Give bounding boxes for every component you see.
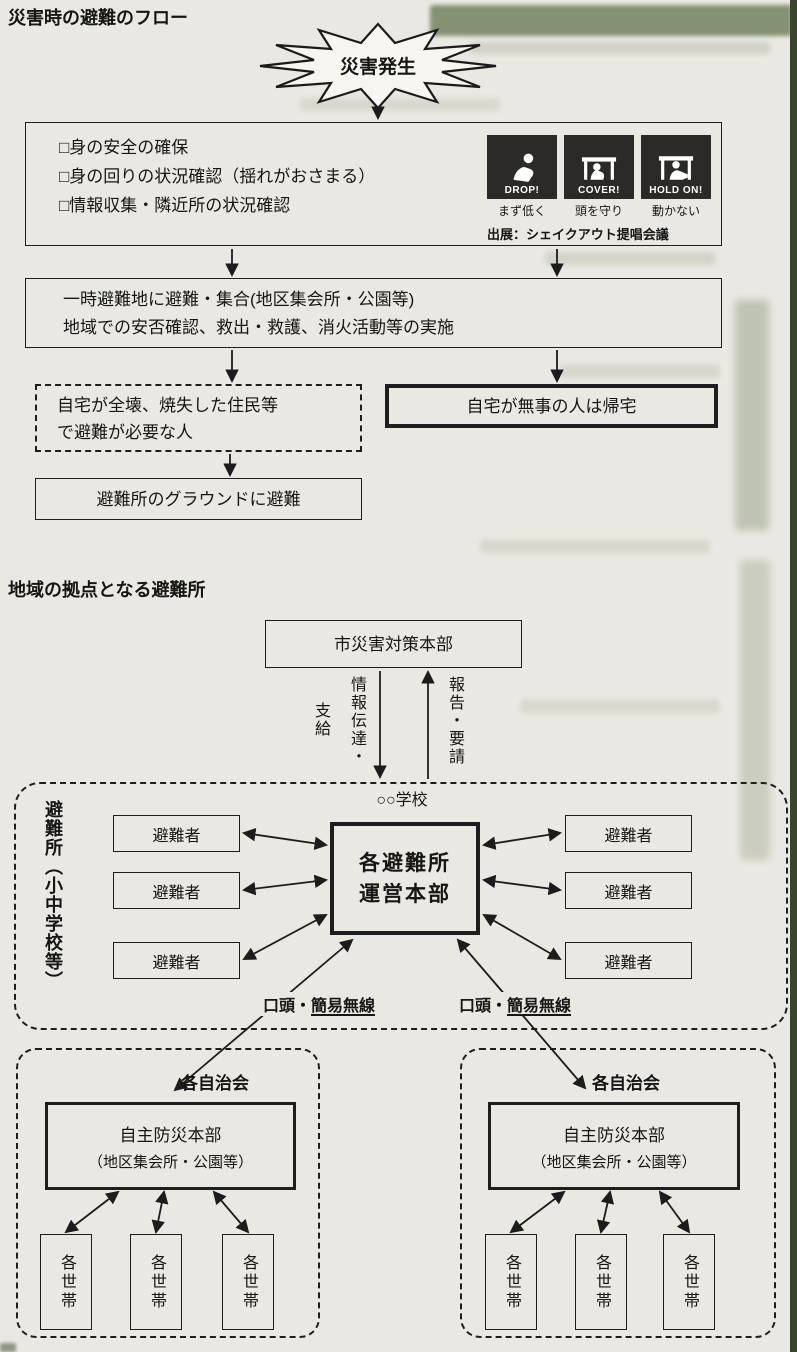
bleed-through-artifact	[430, 5, 792, 36]
bleed-through-artifact	[545, 252, 715, 265]
supply-label: 支給	[312, 702, 329, 738]
drop-label: DROP!	[504, 185, 540, 196]
return-home-label: 自宅が無事の人は帰宅	[466, 396, 637, 416]
hold-on-caption: 動かない	[651, 204, 700, 218]
cover-caption: 頭を守り	[574, 204, 623, 218]
volunteer-hq-line2: （地区集会所・公園等）	[531, 1153, 697, 1171]
bleed-through-artifact	[520, 700, 720, 713]
evacuee-label: 避難者	[604, 827, 653, 845]
household-box: 各世帯	[485, 1234, 537, 1330]
info-transfer-label: 情報伝達・	[348, 676, 365, 766]
return-home-box: 自宅が無事の人は帰宅	[385, 384, 718, 428]
shelter-operations-hq-box: 各避難所 運営本部	[330, 822, 480, 935]
evacuee-label: 避難者	[604, 884, 653, 902]
evacuee-box: 避難者	[113, 815, 240, 852]
association-label: 各自治会	[592, 1074, 660, 1093]
bleed-through-artifact	[560, 365, 720, 378]
household-box: 各世帯	[40, 1234, 92, 1330]
need-evacuation-box: 自宅が全壊、焼失した住民等 で避難が必要な人	[35, 384, 362, 452]
association-label: 各自治会	[181, 1074, 249, 1093]
operations-hq-line2: 運営本部	[359, 882, 451, 906]
safety-checklist-box: □身の安全の確保 □身の回りの状況確認（揺れがおさまる） □情報収集・隣近所の状…	[25, 122, 722, 246]
need-evacuation-line1: 自宅が全壊、焼失した住民等	[57, 396, 278, 415]
household-box: 各世帯	[130, 1234, 182, 1330]
assembly-box: 一時避難地に避難・集合(地区集会所・公園等) 地域での安否確認、救出・救護、消火…	[25, 278, 722, 348]
household-box: 各世帯	[663, 1234, 715, 1330]
checklist-item: □情報収集・隣近所の状況確認	[59, 196, 291, 215]
verbal-label: 口頭・	[263, 998, 312, 1015]
community-association-left	[16, 1048, 320, 1338]
shakeout-credit: 出展：シェイクアウト提唱会議	[487, 227, 669, 242]
volunteer-hq-line2: （地区集会所・公園等）	[87, 1153, 253, 1171]
evacuate-ground-label: 避難所のグラウンドに避難	[96, 489, 301, 509]
evacuee-label: 避難者	[604, 954, 653, 972]
shelter-section-title: 地域の拠点となる避難所	[8, 580, 206, 600]
volunteer-disaster-hq-box: 自主防災本部 （地区集会所・公園等）	[45, 1102, 296, 1190]
city-disaster-hq-box: 市災害対策本部	[265, 620, 522, 668]
flow-title: 災害時の避難のフロー	[8, 8, 188, 28]
shelter-area-container	[14, 782, 788, 1030]
household-label: 各世帯	[148, 1253, 165, 1311]
household-box: 各世帯	[222, 1234, 274, 1330]
bleed-through-artifact	[740, 560, 770, 860]
household-box: 各世帯	[575, 1234, 627, 1330]
evacuee-label: 避難者	[152, 884, 201, 902]
bleed-through-artifact	[480, 540, 710, 553]
bleed-through-artifact	[735, 300, 769, 530]
household-label: 各世帯	[240, 1253, 257, 1311]
hq-communication-arrows	[373, 669, 435, 780]
volunteer-hq-line1: 自主防災本部	[119, 1125, 222, 1145]
verbal-radio-label: 口頭・簡易無線	[260, 992, 379, 1016]
evacuee-box: 避難者	[113, 872, 240, 909]
evacuee-label: 避難者	[152, 827, 201, 845]
volunteer-hq-line1: 自主防災本部	[563, 1125, 665, 1145]
hold-on-pictogram	[658, 156, 694, 180]
evacuee-label: 避難者	[152, 954, 201, 972]
simple-radio-label: 簡易無線	[311, 998, 376, 1015]
verbal-label: 口頭・	[459, 998, 508, 1015]
household-label: 各世帯	[593, 1253, 610, 1311]
assembly-line1: 一時避難地に避難・集合(地区集会所・公園等)	[63, 290, 415, 309]
bleed-through-artifact	[470, 42, 770, 54]
scan-edge-strip	[790, 0, 797, 1352]
household-label: 各世帯	[58, 1253, 75, 1311]
evacuee-box: 避難者	[113, 942, 240, 979]
drop-pictogram	[513, 153, 534, 182]
hold-on-icon: HOLD ON!	[641, 135, 711, 199]
drop-caption: まず低く	[497, 204, 546, 218]
bleed-through-artifact	[300, 98, 500, 111]
cover-icon: COVER!	[564, 135, 634, 199]
drop-icon: DROP!	[487, 135, 557, 199]
evacuee-box: 避難者	[565, 815, 692, 852]
checklist-item: □身の安全の確保	[59, 138, 189, 157]
checklist-item: □身の回りの状況確認（揺れがおさまる）	[59, 167, 376, 186]
evacuee-box: 避難者	[565, 872, 692, 909]
shakeout-icons: DROP! COVER!	[487, 135, 711, 243]
household-label: 各世帯	[503, 1253, 520, 1311]
disaster-label: 災害発生	[339, 57, 416, 78]
need-evacuation-line2: で避難が必要な人	[57, 423, 193, 442]
volunteer-disaster-hq-box: 自主防災本部 （地区集会所・公園等）	[488, 1102, 740, 1190]
household-label: 各世帯	[681, 1253, 698, 1311]
shakeout-captions: まず低く 頭を守り 動かない	[487, 202, 711, 219]
operations-hq-line1: 各避難所	[359, 851, 451, 875]
evacuate-ground-box: 避難所のグラウンドに避難	[35, 478, 362, 520]
simple-radio-label: 簡易無線	[507, 998, 572, 1015]
school-label: ○○学校	[376, 792, 428, 809]
evacuee-box: 避難者	[565, 942, 692, 979]
hold-on-label: HOLD ON!	[649, 185, 703, 196]
community-association-right	[460, 1048, 776, 1338]
cover-pictogram	[581, 157, 617, 180]
city-disaster-hq-label: 市災害対策本部	[334, 634, 453, 654]
assembly-line2: 地域での安否確認、救出・救護、消火活動等の実施	[63, 318, 454, 337]
verbal-radio-label: 口頭・簡易無線	[456, 992, 575, 1016]
cover-label: COVER!	[578, 185, 620, 196]
shelter-side-label: 避難所（小中学校等）	[43, 800, 63, 990]
scan-corner-mark	[0, 1343, 16, 1352]
report-request-label: 報告・要請	[446, 676, 463, 766]
